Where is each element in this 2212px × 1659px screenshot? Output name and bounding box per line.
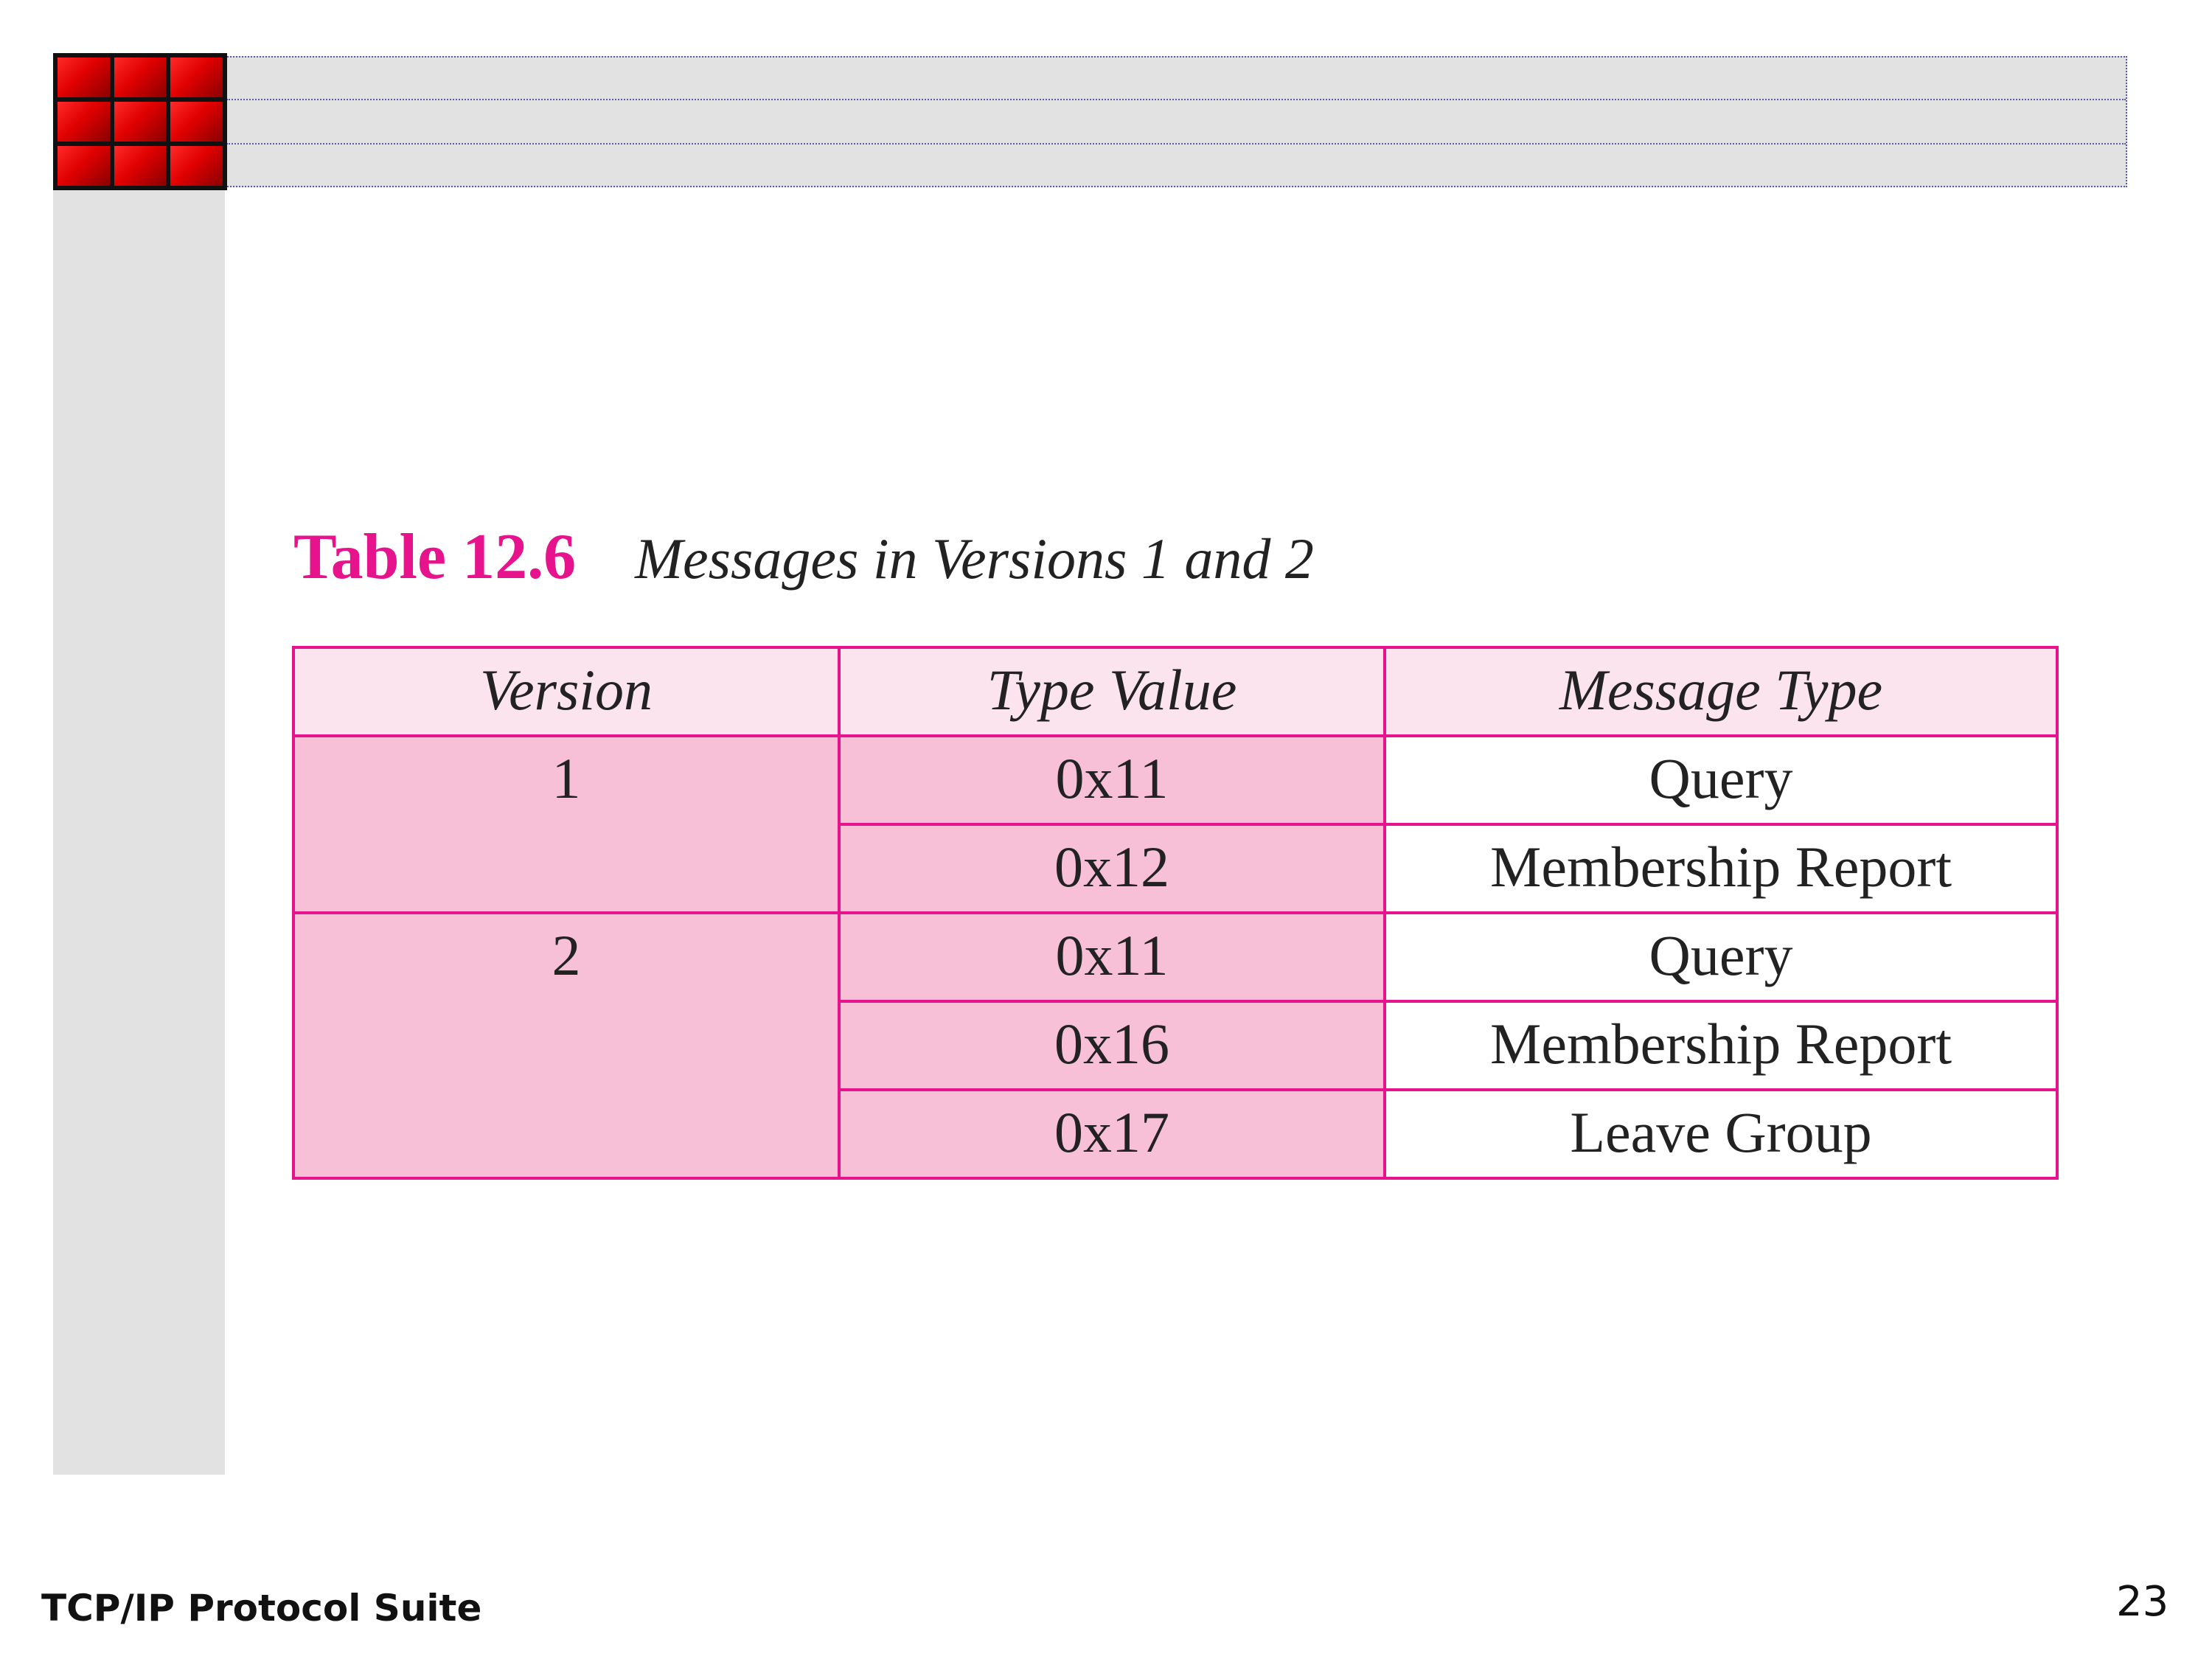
logo-cell	[58, 146, 110, 186]
logo-cell	[114, 146, 167, 186]
column-header-type-value: Type Value	[838, 646, 1386, 737]
logo-cell	[170, 58, 223, 97]
message-type-cell: Query	[1383, 911, 2059, 1003]
type-value-cell: 0x11	[838, 734, 1386, 826]
table-header-row: Version Type Value Message Type	[292, 646, 2059, 737]
type-value-cell: 0x17	[838, 1088, 1386, 1180]
table-number: Table 12.6	[293, 521, 577, 593]
table-caption: Table 12.6 Messages in Versions 1 and 2	[293, 520, 1314, 594]
footer-course-title: TCP/IP Protocol Suite	[41, 1587, 482, 1630]
type-value-cell: 0x12	[838, 823, 1386, 914]
logo-cell	[58, 102, 110, 142]
version-cell: 1	[292, 734, 841, 914]
message-type-cell: Membership Report	[1383, 1000, 2059, 1091]
logo-cell	[170, 102, 223, 142]
table-row: 0x12 Membership Report	[293, 823, 2059, 914]
table-row: 0x16 Membership Report	[293, 1000, 2059, 1091]
column-header-message-type: Message Type	[1383, 646, 2059, 737]
band-rule	[226, 143, 2126, 145]
logo-cell	[114, 58, 167, 97]
logo-cell	[58, 58, 110, 97]
table-row: 2 0x11 Query	[292, 911, 2059, 1180]
type-value-cell: 0x11	[838, 911, 1386, 1003]
slide-left-bar	[53, 56, 225, 1475]
band-rule	[226, 99, 2126, 100]
logo-cell	[114, 102, 167, 142]
table-row: 0x17 Leave Group	[293, 1088, 2059, 1180]
slide-top-band	[225, 56, 2127, 187]
message-type-cell: Query	[1383, 734, 2059, 826]
table-title: Messages in Versions 1 and 2	[635, 526, 1314, 591]
page-number: 23	[2116, 1578, 2169, 1626]
type-value-cell: 0x16	[838, 1000, 1386, 1091]
messages-table: Version Type Value Message Type 1 0x11 Q…	[292, 646, 2059, 1180]
logo-cell	[170, 146, 223, 186]
version-cell: 2	[292, 911, 841, 1180]
column-header-version: Version	[292, 646, 841, 737]
table-row: 1 0x11 Query	[292, 734, 2059, 914]
logo-grid-icon	[53, 53, 227, 190]
message-type-cell: Leave Group	[1383, 1088, 2059, 1180]
message-type-cell: Membership Report	[1383, 823, 2059, 914]
